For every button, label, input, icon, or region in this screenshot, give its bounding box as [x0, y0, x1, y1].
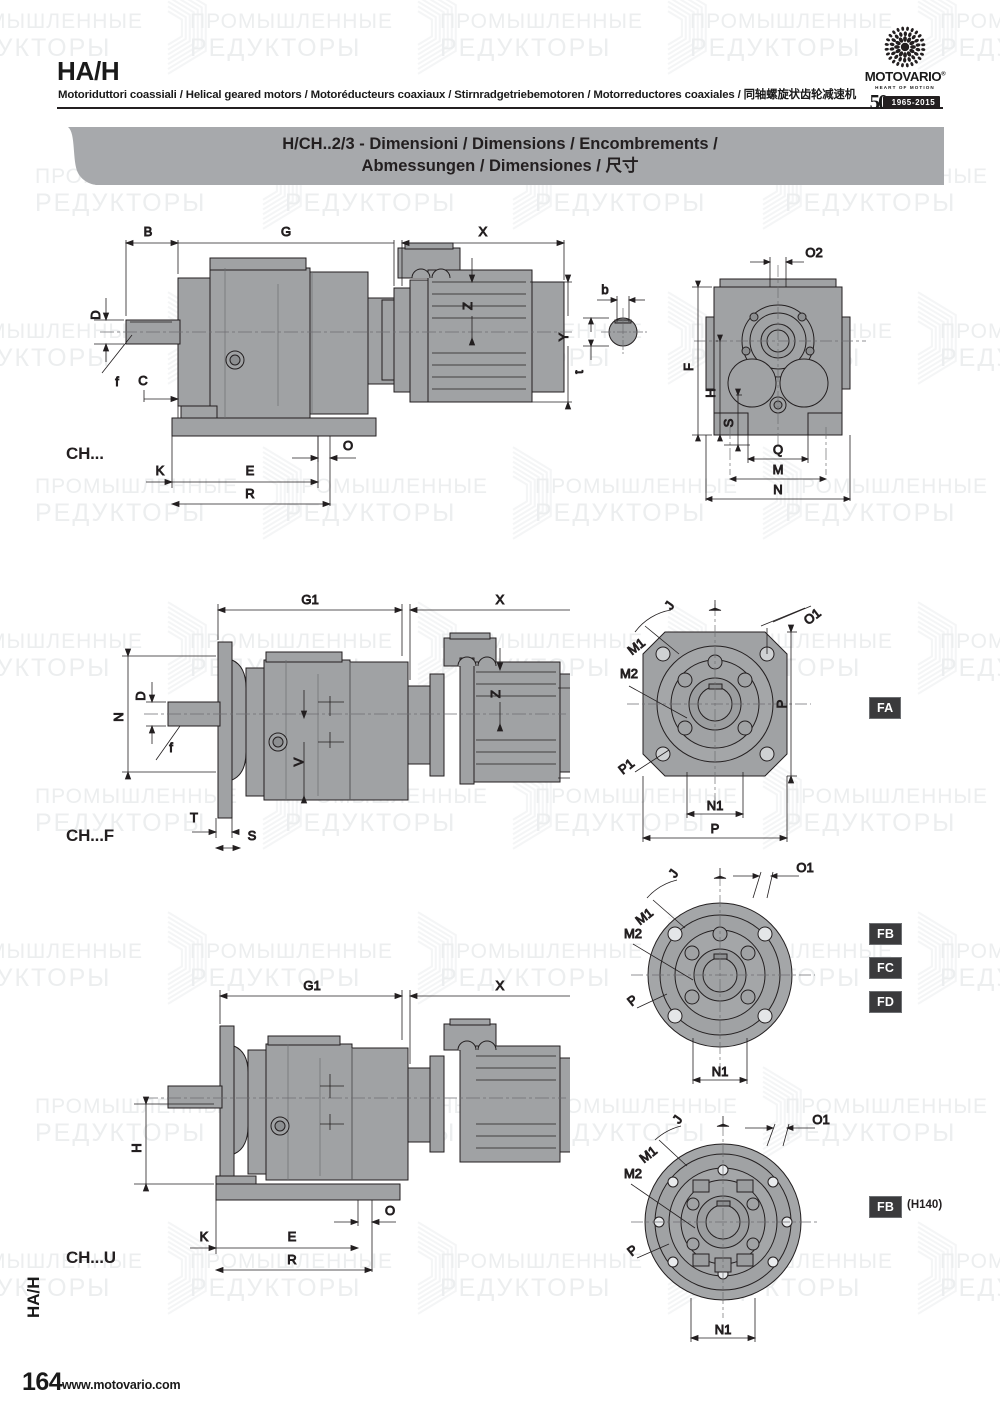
page-subtitle: Motoriduttori coassiali / Helical geared… — [58, 89, 857, 101]
dim-O: O — [343, 438, 353, 453]
dim-P1: P1 — [615, 756, 637, 778]
dim-N: N — [111, 712, 126, 721]
dim-J: J — [665, 866, 681, 880]
dim-O: O — [385, 1203, 395, 1218]
banner-line-1: H/CH..2/3 - Dimensioni / Dimensions / En… — [282, 135, 718, 153]
figure-flange-fa: J M1 M2 P1 O1 P N1 P — [615, 598, 824, 842]
figure-label-ch: CH... — [66, 444, 104, 463]
dim-b: b — [601, 282, 608, 297]
flange-badge-fb: FB — [869, 923, 903, 945]
dim-M: M — [773, 462, 784, 477]
dim-M1: M1 — [636, 1143, 659, 1166]
dim-E: E — [288, 1229, 297, 1244]
dim-O2: O2 — [805, 245, 822, 260]
dim-S: S — [248, 828, 257, 843]
dim-P-vert: P — [774, 700, 789, 709]
figure-ch-side-view: B G X D f C Z Y O K E R — [88, 224, 572, 508]
dim-f: f — [115, 374, 119, 389]
banner-line-2: Abmessungen / Dimensiones / 尺寸 — [361, 156, 639, 175]
flange-badge-fc: FC — [869, 957, 903, 979]
dim-G1: G1 — [301, 592, 318, 607]
dim-P-horiz: P — [711, 821, 720, 836]
section-banner-title: H/CH..2/3 - Dimensioni / Dimensions / En… — [0, 134, 1000, 178]
page-number: 164 — [22, 1368, 63, 1396]
figure-flange-round: J M1 M2 P O1 N1 — [623, 860, 815, 1084]
dim-D: D — [133, 691, 148, 700]
figure-flange-fb-h140: J M1 M2 P O1 N1 — [623, 1112, 830, 1342]
dim-J: J — [669, 1112, 685, 1126]
dim-P: P — [624, 1242, 640, 1259]
logo-wordmark-text: MOTOVARIO — [864, 69, 942, 84]
flange-note-h140: (H140) — [907, 1199, 943, 1211]
dim-X: X — [496, 978, 505, 993]
flange-badge-fd: FD — [869, 991, 903, 1013]
dim-J: J — [661, 598, 677, 612]
figure-chu-side-view: G1 X H O K E R — [129, 978, 570, 1274]
dim-Z: Z — [460, 302, 475, 310]
logo-tagline: HEART OF MOTION — [875, 85, 935, 91]
motovario-gear-icon — [884, 26, 926, 68]
dim-M1: M1 — [632, 905, 655, 928]
dim-F: F — [681, 363, 696, 371]
footer-url: www.motovario.com — [62, 1378, 181, 1392]
dim-G: G — [281, 224, 291, 239]
dim-T: T — [190, 810, 198, 825]
dim-D: D — [88, 310, 103, 319]
dim-N: N — [773, 482, 782, 497]
flange-badge-fa: FA — [869, 697, 902, 719]
dim-O1: O1 — [812, 1112, 829, 1127]
dim-N1: N1 — [715, 1322, 732, 1337]
dim-O1: O1 — [796, 860, 813, 875]
dim-X: X — [479, 224, 488, 239]
dim-Q: Q — [773, 442, 783, 457]
dim-P: P — [624, 992, 640, 1009]
anniversary-years: 1965-2015 — [882, 96, 941, 110]
dim-V: V — [291, 757, 306, 766]
logo-wordmark: MOTOVARIO® — [862, 70, 948, 83]
dim-M2: M2 — [620, 666, 638, 681]
dim-Z: Z — [488, 690, 503, 698]
dim-N1: N1 — [712, 1064, 729, 1079]
dim-E: E — [246, 463, 255, 478]
dim-N1: N1 — [707, 798, 724, 813]
dim-R: R — [287, 1252, 296, 1267]
dim-K: K — [200, 1229, 209, 1244]
dim-M2: M2 — [624, 1166, 642, 1181]
figure-label-chu: CH...U — [66, 1248, 116, 1267]
dim-B: B — [144, 224, 153, 239]
flange-badge-fb-h140: FB — [869, 1196, 903, 1218]
dim-X: X — [496, 592, 505, 607]
anniversary-badge: 50 1965-2015 — [862, 92, 948, 113]
dim-R: R — [245, 486, 254, 501]
logo-registered: ® — [941, 71, 946, 78]
figure-chf-side-view: G1 X N D f V Z Y T S — [111, 592, 570, 852]
side-tab-label: HA/H — [24, 1276, 43, 1318]
dim-M2: M2 — [624, 926, 642, 941]
dim-K: K — [156, 463, 165, 478]
figure-ch-end-view: O2 F H S Q M N — [681, 245, 866, 502]
dim-H: H — [129, 1143, 144, 1152]
figure-key-detail: b t — [575, 282, 647, 374]
dim-Y: Y — [556, 332, 571, 341]
dim-H: H — [703, 388, 718, 397]
motovario-logo: MOTOVARIO® HEART OF MOTION 50 1965-2015 — [862, 26, 948, 113]
figure-label-chf: CH...F — [66, 826, 114, 845]
header-divider — [57, 107, 943, 109]
dim-f: f — [169, 740, 173, 755]
dim-S: S — [721, 418, 736, 427]
page-title: HA/H — [57, 56, 120, 86]
dim-C: C — [138, 373, 147, 388]
dim-t: t — [575, 370, 586, 374]
dim-G1: G1 — [303, 978, 320, 993]
